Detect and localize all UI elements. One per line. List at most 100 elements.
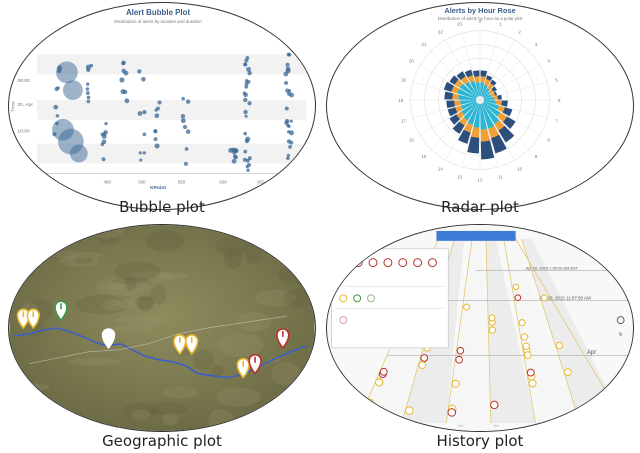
radar-spoke bbox=[429, 99, 481, 151]
terrain-patch bbox=[134, 296, 154, 310]
bubble-point bbox=[101, 157, 106, 162]
bubble-point bbox=[85, 91, 90, 95]
radar-hour-label: 4 bbox=[547, 58, 550, 63]
radar-bar-orange bbox=[452, 93, 459, 100]
bubble-ytick-2: 18:00 bbox=[17, 129, 30, 135]
radar-bar-cyan bbox=[467, 103, 479, 125]
radar-bar-navy bbox=[486, 75, 493, 81]
terrain-patch bbox=[215, 225, 234, 235]
alert-pin bbox=[26, 308, 40, 330]
terrain-patch bbox=[107, 281, 126, 290]
alert-pin bbox=[236, 357, 250, 379]
history-alert-marker bbox=[488, 314, 496, 322]
history-legend-popup[interactable] bbox=[331, 248, 449, 349]
bubble-point bbox=[142, 151, 146, 155]
alert-pin-mark bbox=[179, 336, 181, 343]
geographic-plot-panel[interactable] bbox=[8, 224, 316, 432]
bubble-point bbox=[231, 158, 237, 164]
bubble-point bbox=[89, 63, 94, 68]
alert-pin bbox=[276, 328, 290, 350]
history-alert-marker bbox=[379, 367, 388, 376]
radar-hour-label: 7 bbox=[555, 119, 558, 124]
history-alert-marker bbox=[451, 379, 460, 388]
radar-bar-cyan bbox=[459, 83, 478, 98]
terrain-patch bbox=[9, 383, 51, 392]
geo-alert-markers bbox=[16, 300, 290, 379]
bubble-point bbox=[289, 119, 293, 123]
radar-bar-navy bbox=[491, 86, 497, 92]
bubble-y-axis-label: Time bbox=[10, 101, 16, 112]
legend-icon bbox=[338, 258, 348, 268]
radar-hour-label: 11 bbox=[498, 175, 503, 180]
radar-bar-cyan bbox=[480, 82, 485, 97]
bubble-point bbox=[86, 67, 91, 73]
history-alert-marker bbox=[447, 408, 457, 417]
bubble-point bbox=[121, 60, 126, 65]
terrain-patch bbox=[257, 241, 275, 248]
history-lane bbox=[521, 238, 625, 424]
history-alert-marker bbox=[375, 378, 384, 387]
radar-bar-orange bbox=[490, 92, 496, 97]
radar-bar-orange bbox=[488, 89, 494, 94]
bubble-point bbox=[287, 164, 292, 169]
bubble-point bbox=[247, 70, 252, 76]
svg-text:↻: ↻ bbox=[619, 332, 623, 338]
terrain-patch bbox=[112, 299, 159, 309]
history-lane-border bbox=[445, 238, 473, 424]
bubble-point bbox=[142, 132, 147, 137]
terrain-patch bbox=[116, 315, 166, 324]
bubble-point bbox=[289, 140, 294, 145]
terrain-patch bbox=[9, 377, 30, 397]
radar-bar-cyan bbox=[483, 101, 500, 110]
radar-bar-orange bbox=[470, 126, 480, 138]
bubble-point bbox=[287, 53, 292, 57]
alert-pin bbox=[184, 334, 199, 355]
radar-hour-label: 15 bbox=[421, 154, 426, 159]
history-side-controls[interactable]: ↻ bbox=[616, 316, 625, 338]
radar-bar-navy bbox=[502, 107, 513, 117]
radar-spoke bbox=[461, 99, 481, 169]
terrain-patch bbox=[155, 272, 188, 280]
radar-spoke bbox=[479, 38, 516, 101]
radar-bar-cyan bbox=[483, 100, 496, 104]
bubble-point bbox=[120, 89, 126, 95]
bubble-plot-panel[interactable]: Alert Bubble Plot Distribution of alerts… bbox=[8, 2, 316, 210]
radar-spoke bbox=[429, 49, 481, 101]
terrain-patch bbox=[255, 289, 296, 307]
radar-bar-navy bbox=[480, 70, 488, 77]
bubble-point bbox=[243, 109, 248, 115]
terrain-patch bbox=[102, 298, 125, 312]
history-x-label: Km bbox=[387, 424, 392, 428]
terrain-patch bbox=[68, 357, 121, 366]
bubble-point bbox=[181, 96, 185, 101]
radar-hour-label: 3 bbox=[535, 42, 538, 47]
radar-hour-label: 0 bbox=[479, 19, 482, 24]
bubble-plot-subtitle: Distribution of alerts by location and d… bbox=[114, 19, 202, 24]
history-alert-marker bbox=[418, 361, 427, 370]
alert-pin-mark bbox=[282, 330, 284, 337]
bubble-point bbox=[52, 131, 57, 137]
history-alert-marker bbox=[528, 379, 537, 388]
bubble-point bbox=[57, 65, 63, 71]
history-timestamp-1: Apr 20, 2015 11:07:50 AM bbox=[539, 295, 591, 300]
radar-plot-panel[interactable]: Alerts by Hour Rose Distribution of aler… bbox=[326, 2, 634, 210]
radar-bar-cyan bbox=[482, 102, 501, 117]
terrain-patch bbox=[150, 285, 167, 305]
legend-icon bbox=[383, 258, 393, 268]
bubble-point bbox=[289, 130, 294, 136]
radar-bar-navy bbox=[464, 69, 473, 78]
bubble-point bbox=[142, 109, 147, 115]
satellite-terrain bbox=[9, 225, 315, 431]
terrain-patch bbox=[208, 408, 234, 431]
radar-hour-label: 19 bbox=[401, 78, 406, 83]
radar-bar-orange bbox=[480, 76, 486, 83]
terrain-patch bbox=[48, 251, 103, 259]
bubble-point bbox=[85, 82, 90, 86]
bubble-point bbox=[242, 157, 247, 162]
radar-bar-orange bbox=[484, 79, 491, 87]
history-plot-panel[interactable]: Apr 20, 2015 1:00:00 AM BST Apr 20, 2015… bbox=[326, 224, 634, 432]
radar-bar-orange bbox=[467, 75, 475, 83]
alert-pin-mark bbox=[60, 303, 62, 310]
history-time-window[interactable] bbox=[436, 230, 516, 241]
bubble-point bbox=[182, 124, 188, 130]
